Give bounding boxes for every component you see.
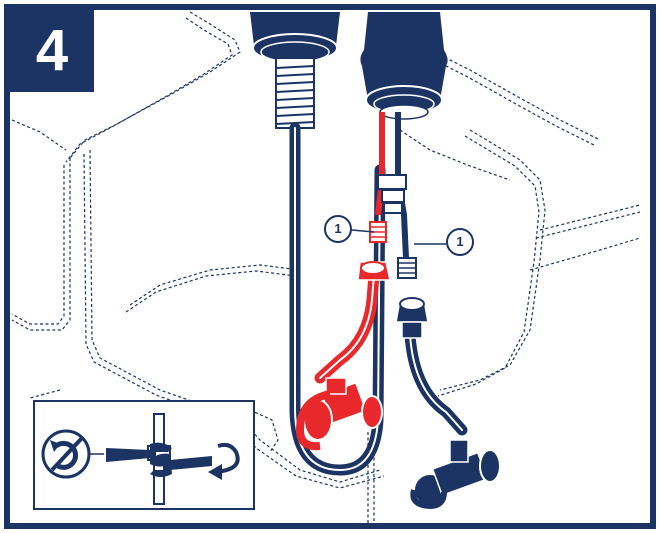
hot-angle-valve — [295, 377, 383, 451]
inset-box — [33, 400, 255, 510]
hose-clip — [377, 174, 407, 214]
cabinet-outline — [11, 11, 641, 525]
cold-connection-nut — [395, 297, 429, 339]
step-number-badge: 4 — [10, 10, 94, 92]
hot-hose-nut — [357, 261, 391, 281]
callout-label: 1 — [456, 234, 464, 249]
callout-1-hot — [324, 215, 375, 243]
faucet-left-base — [250, 12, 340, 129]
cold-supply-hose — [395, 112, 468, 436]
wrench-icon-2 — [150, 453, 212, 477]
no-rotate-icon — [41, 429, 91, 479]
callout-label: 1 — [334, 221, 342, 236]
cold-angle-valve — [410, 439, 501, 510]
faucet-right-base — [360, 12, 448, 120]
tighten-arrow-icon — [208, 442, 240, 480]
callout-1-cold — [414, 228, 474, 256]
